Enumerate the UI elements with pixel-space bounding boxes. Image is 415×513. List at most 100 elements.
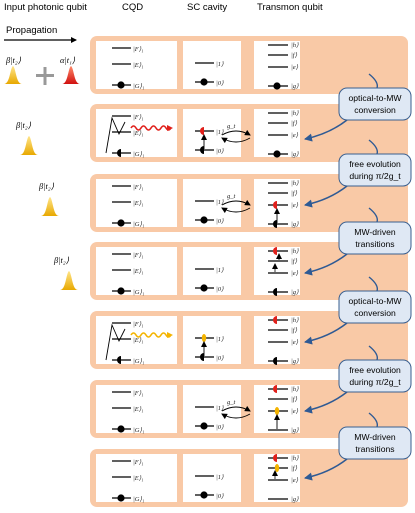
waiting-beta-label: β|t₂⟩ [15,121,32,130]
transmon-label-h: |h⟩ [291,248,299,255]
input-alpha-label: α|t₁⟩ [60,56,76,65]
half-population-dot [273,385,277,393]
sc-cavity-panel [183,385,241,433]
sc-label-0: |0⟩ [216,355,224,362]
population-dot [117,219,125,227]
exchange-arrow [221,207,251,214]
excitation-spot [201,334,207,342]
gold-pulse-icon [41,197,59,216]
transmon-label-f: |f⟩ [291,52,298,59]
photon-emission-icon [130,125,172,131]
gold-pulse-icon [60,271,78,290]
cqd-label-G: |G⟩₁ [133,358,144,365]
coupling-label: g_t [227,399,236,406]
cqd-label-G: |G⟩₁ [133,83,144,90]
exchange-arrow [221,199,251,206]
flow-arrow [304,185,348,208]
sc-cavity-panel [183,454,241,502]
flow-connector [368,207,379,223]
step-label-line2: transitions [355,239,394,249]
transmon-label-h: |h⟩ [291,42,299,49]
cqd-label-G: |G⟩₁ [133,289,144,296]
row-6: |F⟩₁|E⟩₁|G⟩₁|1⟩|0⟩|h⟩|f⟩|e⟩|g⟩g_t [90,380,408,438]
population-dot [117,287,125,295]
flow-arrow [304,322,348,345]
step-label-line2: conversion [354,308,396,318]
header-cqd: CQD [122,2,143,13]
half-population-dot [273,454,277,462]
transmon-label-g: |g⟩ [291,358,299,365]
step-label-line2: conversion [354,105,396,115]
cqd-label-E: |E⟩₁ [133,200,144,207]
cqd-label-F: |F⟩₁ [133,114,144,121]
half-population-dot [117,149,121,157]
transmon-label-e: |e⟩ [291,202,299,209]
half-population-dot [273,288,277,296]
population-dot [117,425,125,433]
row-3: |F⟩₁|E⟩₁|G⟩₁|1⟩|0⟩|h⟩|f⟩|e⟩|g⟩g_t [90,174,408,232]
step-label-line1: optical-to-MW [348,93,402,103]
header-input: Input photonic qubit [4,2,87,13]
flow-arrow [304,391,348,414]
step-label-line2: during π/2g_t [349,377,401,387]
sc-cavity-panel [183,316,241,364]
cqd-panel [96,179,177,227]
population-dot [273,150,281,158]
transmon-label-e: |e⟩ [291,477,299,484]
flow-connector [368,276,379,292]
step-label-line2: during π/2g_t [349,171,401,181]
propagation-label: Propagation [6,25,57,36]
half-population-dot [200,127,204,135]
transmon-label-f: |f⟩ [291,465,298,472]
half-population-dot [273,220,277,228]
cqd-transition-path [105,323,126,361]
transmon-label-f: |f⟩ [291,190,298,197]
transmon-label-h: |h⟩ [291,386,299,393]
cqd-transition-path [105,116,126,154]
transmon-label-g: |g⟩ [291,221,299,228]
sc-label-1: |1⟩ [216,474,224,481]
cqd-label-E: |E⟩₁ [133,130,144,137]
step-box [338,426,412,460]
transmon-label-e: |e⟩ [291,270,299,277]
half-population-dot [200,146,204,154]
sc-label-0: |0⟩ [216,286,224,293]
transmon-label-g: |g⟩ [291,427,299,434]
cqd-label-F: |F⟩₁ [133,321,144,328]
cqd-label-F: |F⟩₁ [133,46,144,53]
sc-label-0: |0⟩ [216,218,224,225]
gold-pulse-icon [20,136,38,155]
cqd-label-E: |E⟩₁ [133,337,144,344]
population-dot [200,422,208,430]
step-box-2: free evolution during π/2g_t [304,139,412,208]
transmon-label-e: |e⟩ [291,408,299,415]
cqd-panel [96,454,177,502]
row-4: |F⟩₁|E⟩₁|G⟩₁|1⟩|0⟩|h⟩|f⟩|e⟩|g⟩ [90,242,408,300]
cqd-label-G: |G⟩₁ [133,151,144,158]
exchange-arrow [221,137,251,144]
coupling-label: g_t [227,193,236,200]
population-dot [200,216,208,224]
cqd-label-G: |G⟩₁ [133,221,144,228]
cqd-label-E: |E⟩₁ [133,268,144,275]
photon-emission-icon [130,332,172,338]
header-sc-cavity: SC cavity [187,2,227,13]
cqd-panel [96,385,177,433]
transmon-panel [254,41,300,89]
transmon-label-f: |f⟩ [291,327,298,334]
population-dot [273,82,281,90]
transmon-label-f: |f⟩ [291,396,298,403]
transmon-label-f: |f⟩ [291,258,298,265]
step-box-4: optical-to-MW conversion [304,276,412,345]
population-dot [117,81,125,89]
half-population-dot [273,316,277,324]
step-label-line1: optical-to-MW [348,296,402,306]
transmon-label-e: |e⟩ [291,64,299,71]
step-box [338,290,412,324]
waiting-beta-label: β|t₂⟩ [38,182,55,191]
step-label-line1: free evolution [349,159,401,169]
step-box [338,87,412,121]
sc-label-1: |1⟩ [216,199,224,206]
sc-label-0: |0⟩ [216,493,224,500]
cqd-label-E: |E⟩₁ [133,475,144,482]
